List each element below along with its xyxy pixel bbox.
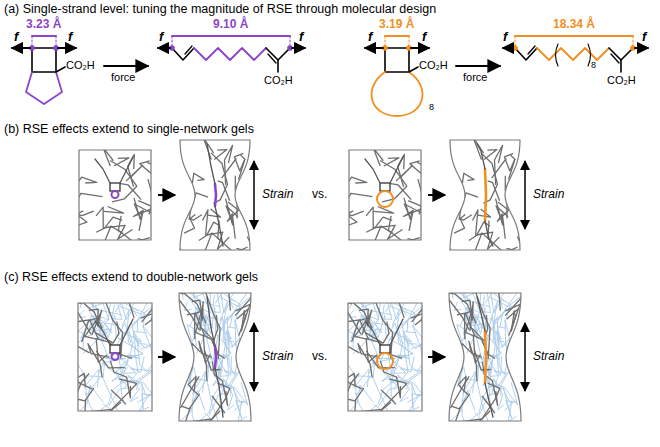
distance-label: 3.23 Å <box>26 18 61 32</box>
group-label: CO₂H <box>419 59 448 72</box>
molecule-chain-short <box>158 36 305 72</box>
comparison-label: vs. <box>312 350 327 364</box>
molecule-chain-long <box>503 36 648 72</box>
panel-heading: (b) RSE effects extend to single-network… <box>4 122 254 136</box>
force-symbol: f <box>159 30 163 45</box>
distance-label: 18.34 Å <box>553 18 595 32</box>
panel-heading: (c) RSE effects extend to double-network… <box>4 270 258 284</box>
molecule-large-ring <box>365 36 500 116</box>
force-symbol: f <box>368 30 372 45</box>
force-symbol: f <box>422 30 426 45</box>
strain-label: Strain <box>533 188 564 202</box>
single-network-gel <box>444 137 526 255</box>
force-label: force <box>111 71 135 84</box>
panel-heading: (a) Single-strand level: tuning the magn… <box>4 2 436 16</box>
transition-arrow <box>428 356 445 358</box>
distance-label: 9.10 Å <box>213 18 248 32</box>
strain-label: Strain <box>262 350 293 364</box>
force-label: force <box>463 71 487 84</box>
force-symbol: f <box>642 30 646 45</box>
group-label: CO₂H <box>264 74 293 87</box>
strain-arrow <box>253 161 255 229</box>
comparison-label: vs. <box>312 188 327 202</box>
strain-arrow <box>524 161 526 229</box>
molecule-small-ring <box>12 36 148 104</box>
transition-arrow <box>428 194 445 196</box>
force-symbol: f <box>68 30 72 45</box>
strain-arrow <box>524 323 526 391</box>
strain-label: Strain <box>533 350 564 364</box>
group-label: CO₂H <box>66 59 95 72</box>
transition-arrow <box>158 356 175 358</box>
double-network-gel <box>74 298 155 417</box>
double-network-gel <box>443 287 527 428</box>
strain-arrow <box>253 323 255 391</box>
force-symbol: f <box>14 30 18 45</box>
subscript-number: 8 <box>591 60 596 70</box>
force-symbol: f <box>299 30 303 45</box>
single-network-gel <box>345 148 424 245</box>
strain-label: Strain <box>262 188 293 202</box>
single-network-gel <box>174 137 256 255</box>
double-network-gel <box>173 287 257 428</box>
force-symbol: f <box>503 30 507 45</box>
distance-label: 3.19 Å <box>379 18 414 32</box>
subscript-number: 8 <box>429 102 434 112</box>
single-network-gel <box>75 148 154 245</box>
transition-arrow <box>158 194 175 196</box>
double-network-gel <box>344 298 425 417</box>
group-label: CO₂H <box>607 74 636 87</box>
